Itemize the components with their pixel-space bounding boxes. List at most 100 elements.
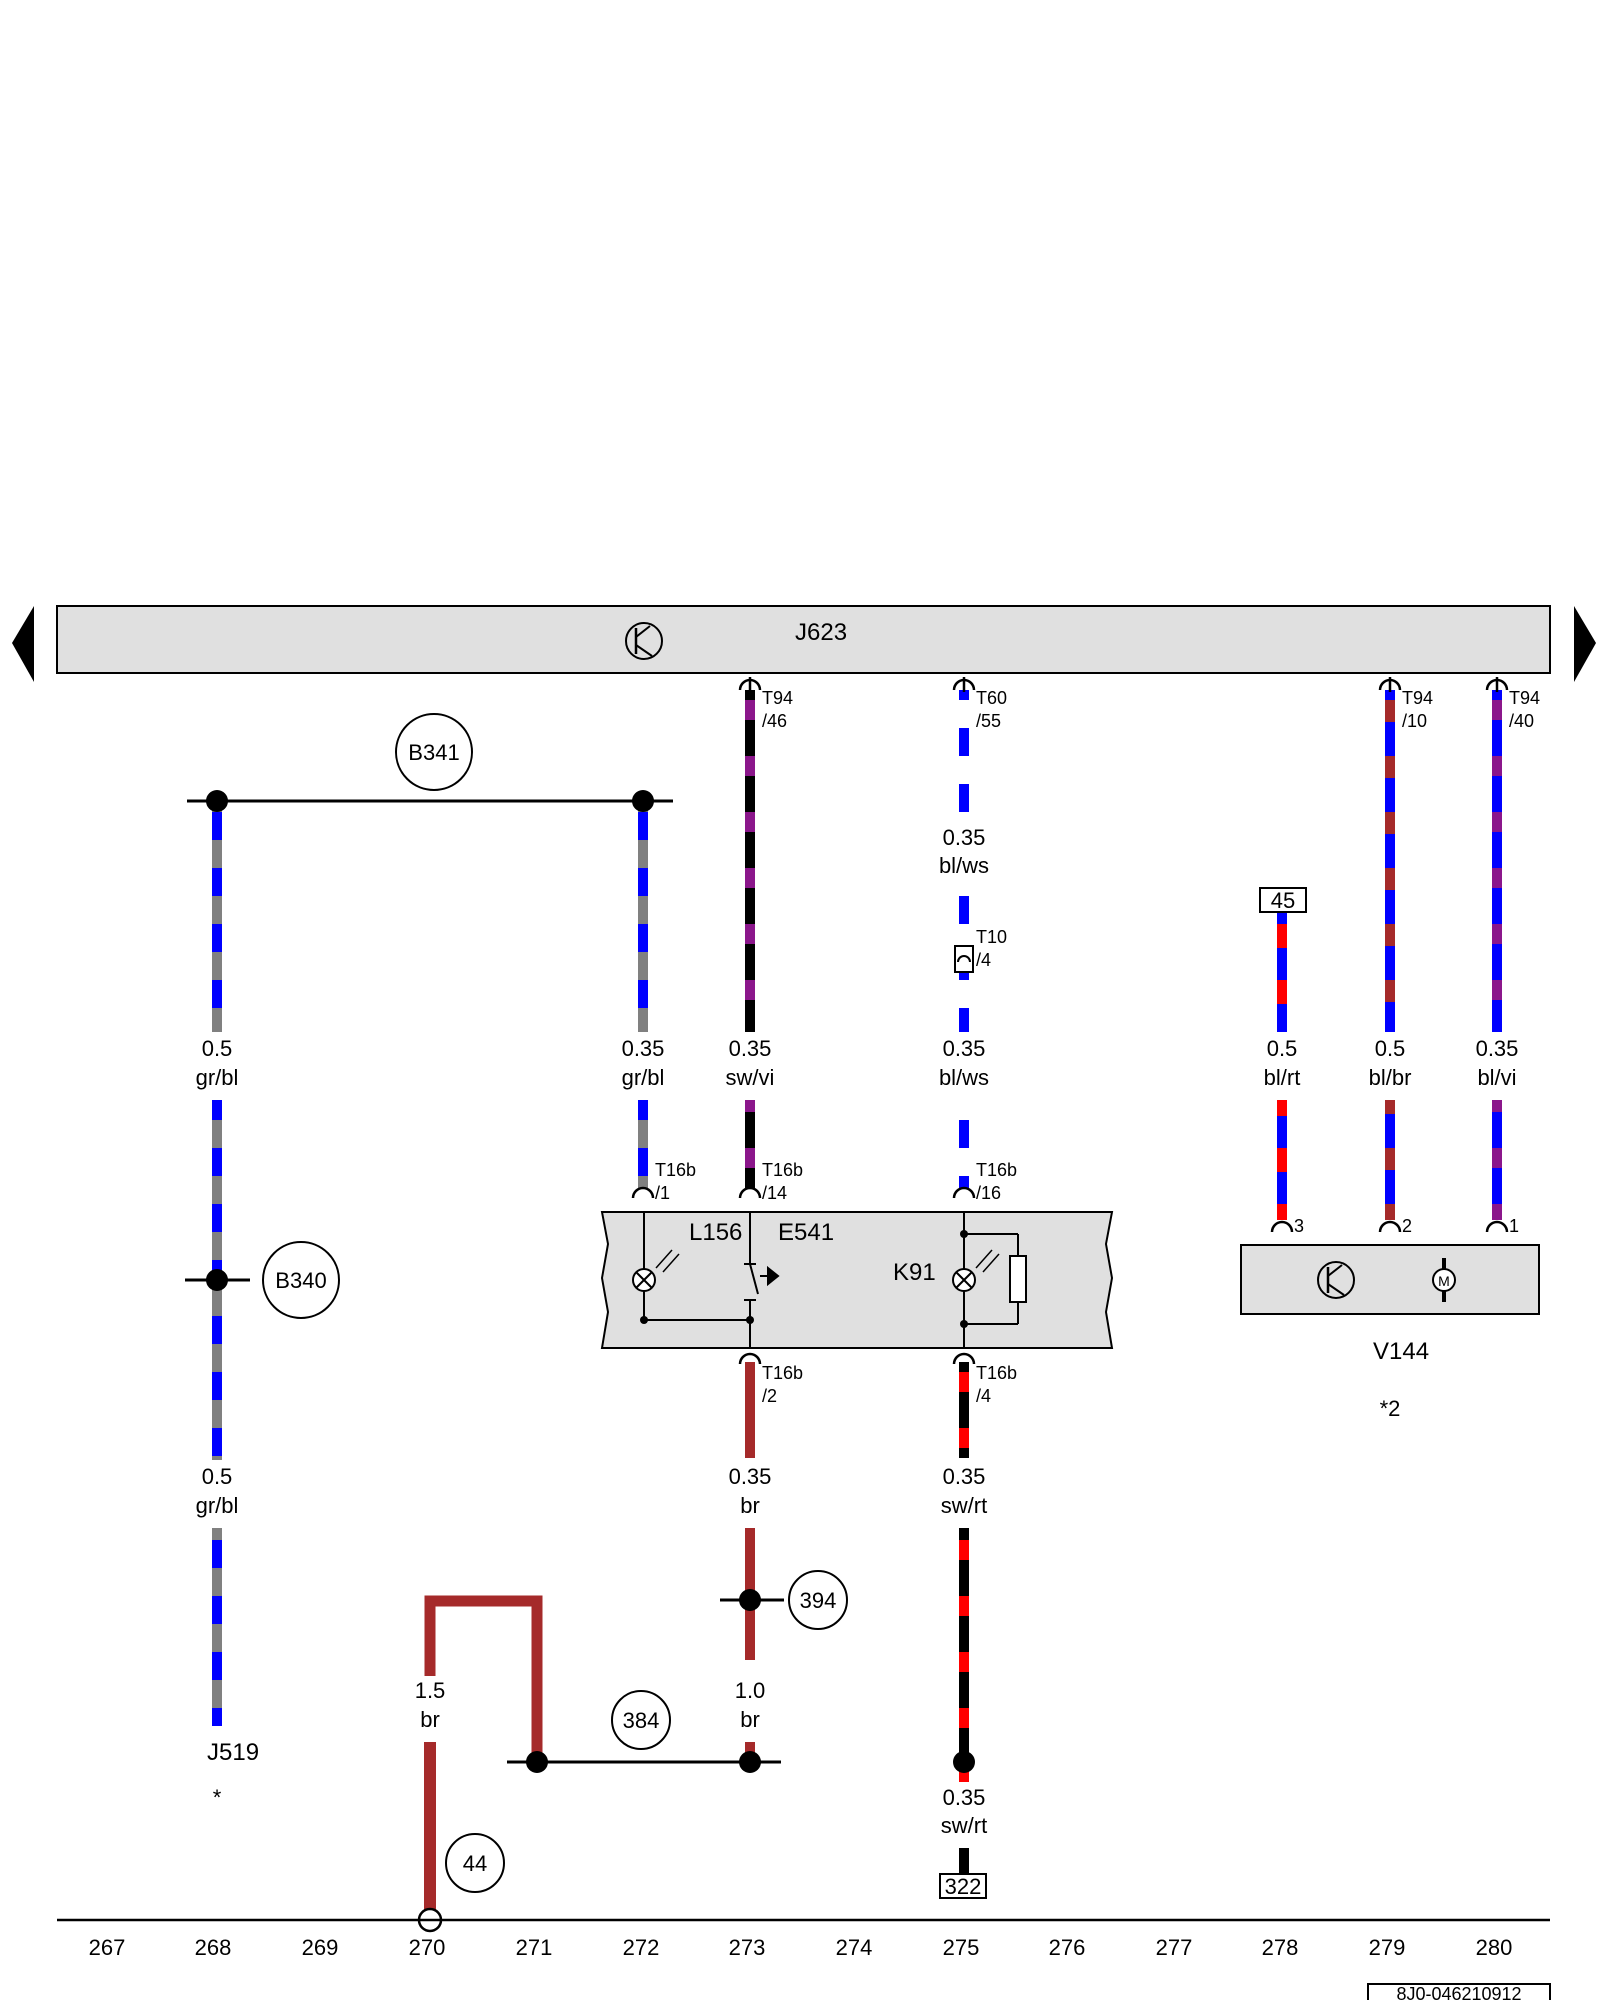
wire-270-ground [424,1595,543,1762]
svg-text:0.5: 0.5 [1375,1036,1406,1061]
switch-icon [744,1263,780,1301]
junction-dot [739,1589,761,1611]
svg-text:3: 3 [1294,1216,1304,1236]
svg-text:/2: /2 [762,1386,777,1406]
svg-text:bl/rt: bl/rt [1264,1065,1301,1090]
junction-dot [960,1320,968,1328]
svg-text:T16b: T16b [976,1160,1017,1180]
junction-dot [632,790,654,812]
svg-text:T16b: T16b [762,1363,803,1383]
svg-text:/10: /10 [1402,711,1427,731]
wire-278-upper [1277,912,1287,1032]
svg-text:/4: /4 [976,950,991,970]
label-masks [180,820,1535,1848]
wire-268-lower [212,1528,222,1726]
svg-text:0.35: 0.35 [622,1036,665,1061]
junction-dot [953,1751,975,1773]
wire-273-upper [745,690,755,1032]
svg-text:T16b: T16b [762,1160,803,1180]
wire-275-swrt-upper [959,1362,969,1458]
svg-text:br: br [420,1707,440,1732]
resistor-icon [1009,1255,1027,1303]
wire-272-upper [638,806,648,1032]
transistor-icon [625,622,663,660]
wire-273-mid [745,1100,755,1188]
svg-text:45: 45 [1271,888,1295,913]
svg-text:T10: T10 [976,927,1007,947]
reference-322[interactable]: 322 [939,1873,987,1899]
bulb-icon [632,1249,680,1292]
svg-text:B341: B341 [408,740,459,765]
column-number: 275 [943,1935,980,1960]
arrow-left-icon[interactable] [12,606,34,682]
column-number: 270 [409,1935,446,1960]
junction-dot [960,1230,968,1238]
wire-273-br-upper [745,1362,755,1458]
svg-text:br: br [740,1707,760,1732]
connector-labels: T94/46 T60/55 T94/10 T94/40 T10/4 T16b/1… [655,688,1540,1406]
label-j519: J519 [207,1739,259,1766]
label-k91: K91 [893,1259,936,1286]
svg-text:/16: /16 [976,1183,1001,1203]
svg-text:1: 1 [1509,1216,1519,1236]
column-number: 269 [302,1935,339,1960]
svg-text:/14: /14 [762,1183,787,1203]
svg-text:322: 322 [945,1874,982,1899]
svg-text:B340: B340 [275,1268,326,1293]
wire-270-lower [424,1742,436,1920]
junction-b341: B341 [395,713,473,791]
svg-text:0.35: 0.35 [943,1785,986,1810]
svg-text:br: br [740,1493,760,1518]
connector-pins [631,677,1509,1365]
label-j623: J623 [795,619,847,646]
inline-connector-t10 [954,945,974,973]
column-number: 272 [623,1935,660,1960]
junction-b340: B340 [262,1241,340,1319]
svg-text:sw/rt: sw/rt [941,1813,987,1838]
junction-dot [746,1316,754,1324]
wire-labels: 0.5 gr/bl 0.35 gr/bl 0.35 sw/vi 0.35 bl/ws 0… [196,825,1519,1838]
wire-278-lower [1277,1100,1287,1220]
svg-text:0.35: 0.35 [943,825,986,850]
svg-text:gr/bl: gr/bl [622,1065,665,1090]
svg-text:8J0-046210912: 8J0-046210912 [1396,1984,1521,2000]
reference-45[interactable]: 45 [1259,887,1307,913]
wire-275-swrt-lower [959,1528,969,1782]
svg-text:0.5: 0.5 [202,1464,233,1489]
svg-text:44: 44 [463,1851,487,1876]
svg-text:sw/vi: sw/vi [726,1065,775,1090]
wire-280-lower [1492,1100,1502,1220]
control-unit-j623 [56,605,1551,674]
wire-280-upper [1492,690,1502,1032]
svg-text:bl/vi: bl/vi [1477,1065,1516,1090]
svg-text:0.35: 0.35 [943,1036,986,1061]
svg-text:sw/rt: sw/rt [941,1493,987,1518]
wire-279-upper [1385,690,1395,1032]
svg-text:T60: T60 [976,688,1007,708]
svg-text:gr/bl: gr/bl [196,1493,239,1518]
svg-text:T94: T94 [1509,688,1540,708]
svg-text:1.0: 1.0 [735,1678,766,1703]
motor-icon: M [1432,1258,1456,1302]
junction-dot [640,1316,648,1324]
svg-text:0.5: 0.5 [1267,1036,1298,1061]
arrow-right-icon[interactable] [1574,606,1596,682]
column-number: 267 [89,1935,126,1960]
wire-275-top [959,690,969,820]
svg-text:bl/ws: bl/ws [939,1065,989,1090]
svg-text:/55: /55 [976,711,1001,731]
column-number: 274 [836,1935,873,1960]
svg-text:M: M [1438,1273,1450,1289]
svg-text:T16b: T16b [655,1160,696,1180]
wire-275-swrt-bottom [959,1848,969,1884]
junction-dot [206,790,228,812]
svg-text:gr/bl: gr/bl [196,1065,239,1090]
junction-384: 384 [611,1690,671,1750]
label-e541: E541 [778,1219,834,1246]
wire-275-lower [959,1100,969,1188]
junction-dot [206,1269,228,1291]
svg-text:2: 2 [1402,1216,1412,1236]
svg-text:T16b: T16b [976,1363,1017,1383]
column-number: 273 [729,1935,766,1960]
